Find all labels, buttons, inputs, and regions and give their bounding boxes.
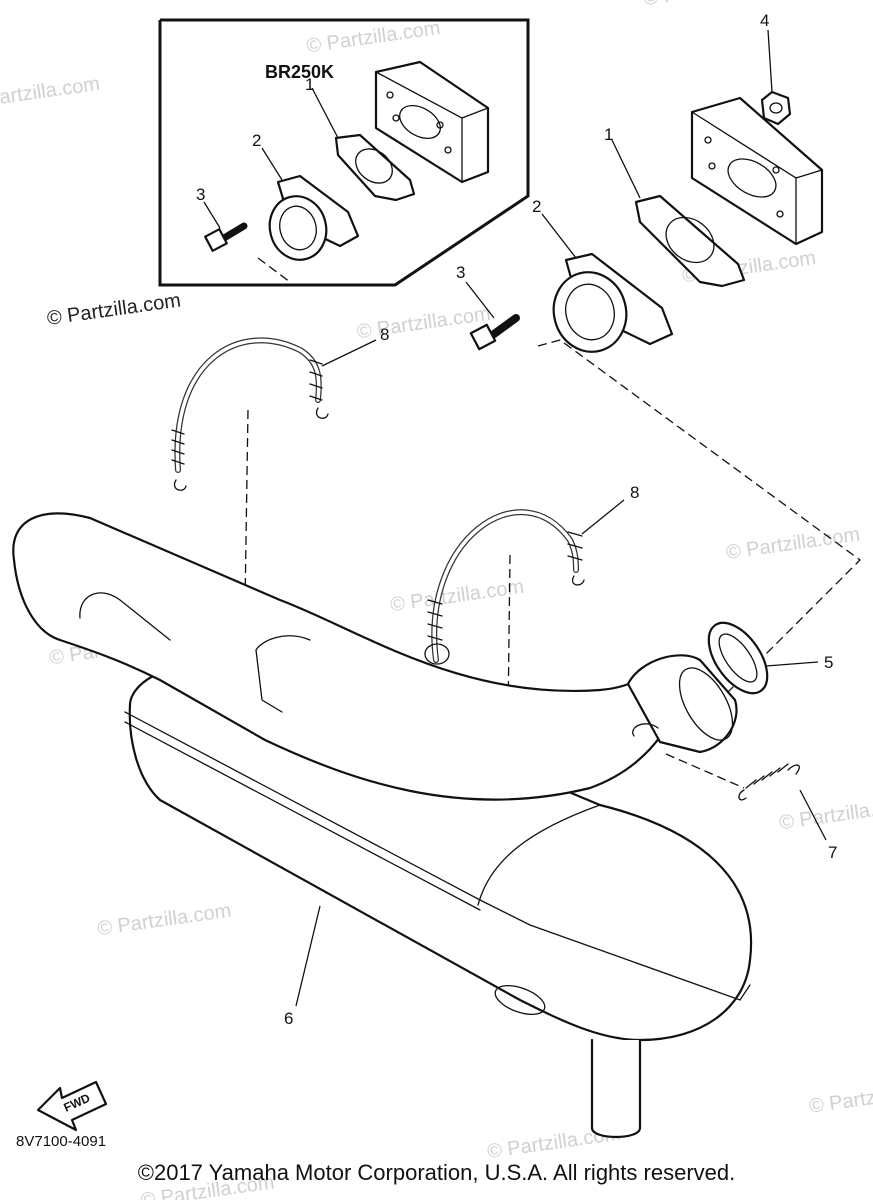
copyright-notice: ©2017 Yamaha Motor Corporation, U.S.A. A… (137, 1160, 736, 1185)
spacer-plate-kit (374, 60, 490, 184)
muffler-spring: 7 (665, 753, 837, 862)
callout-4: 4 (760, 11, 769, 30)
bolt-kit (204, 222, 248, 252)
callout-6: 6 (284, 1009, 293, 1028)
gasket-kit (334, 133, 416, 202)
callout-1-kit: 1 (305, 75, 314, 94)
callout-7: 7 (828, 843, 837, 862)
watermark: © Partzilla.com (808, 1077, 873, 1118)
kit-box: BR250K 1 (158, 18, 530, 287)
watermark-dark: © Partzilla.com (46, 289, 183, 330)
forward-arrow-icon: FWD (36, 1080, 108, 1132)
exhaust-muffler: 6 (12, 512, 753, 1138)
watermark: © Partzilla.com (725, 523, 862, 564)
watermark: © Partzilla.com (96, 900, 233, 941)
gasket: 1 (604, 125, 746, 288)
watermark: © Partzilla.com (778, 794, 873, 835)
callout-2: 2 (532, 197, 541, 216)
watermark: © Partzilla.com (305, 17, 442, 58)
bolt: 3 (456, 263, 520, 351)
kit-label: BR250K (265, 62, 334, 82)
callout-5: 5 (824, 653, 833, 672)
diagram-code: 8V7100-4091 (16, 1133, 106, 1150)
manifold-joint: 2 (532, 197, 674, 353)
sealing-ring: 5 (707, 621, 833, 695)
nut: 4 (760, 11, 792, 126)
spacer-plate (690, 96, 824, 246)
callout-8a: 8 (380, 325, 389, 344)
callout-1: 1 (604, 125, 613, 144)
manifold-joint-kit (268, 174, 360, 261)
assembly-line (537, 339, 861, 701)
watermark: © Partzilla.com (355, 303, 492, 344)
callout-3-kit: 3 (196, 185, 205, 204)
watermark: © Partzilla.com (0, 73, 101, 114)
callout-8b: 8 (630, 483, 639, 502)
spring-lower: 8 (424, 483, 639, 665)
watermark: © Partzilla.com (389, 576, 526, 617)
watermark: © Partzilla.com (642, 0, 779, 10)
spring-upper: 8 (171, 325, 389, 491)
callout-2-kit: 2 (252, 131, 261, 150)
callout-3: 3 (456, 263, 465, 282)
